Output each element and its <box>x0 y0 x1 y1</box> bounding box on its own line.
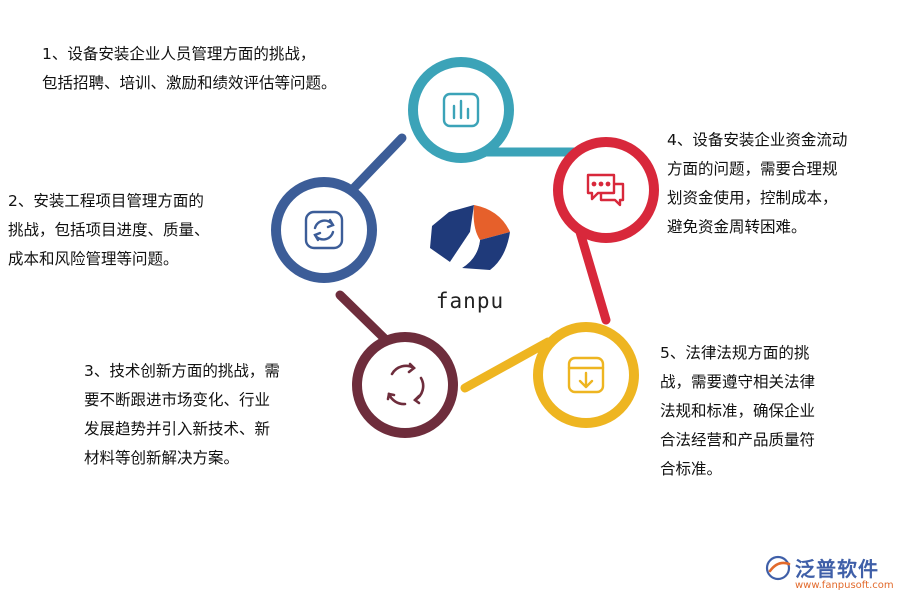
node-1 <box>408 57 514 163</box>
challenge-3-text: 3、技术创新方面的挑战，需 要不断跟进市场变化、行业 发展趋势并引入新技术、新 … <box>84 362 280 467</box>
ring-3 <box>352 332 458 438</box>
center-logo-text: fanpu <box>435 289 505 313</box>
brand-name: 泛普软件 <box>795 557 879 581</box>
connector-3-to-2 <box>335 290 391 345</box>
challenge-5-text: 5、法律法规方面的挑 战，需要遵守相关法律 法规和标准，确保企业 合法经营和产品… <box>660 344 816 478</box>
challenge-2-text: 2、安装工程项目管理方面的 挑战，包括项目进度、质量、 成本和风险管理等问题。 <box>8 192 210 268</box>
brand-url: www.fanpusoft.com <box>795 580 894 591</box>
brand-logo-icon <box>765 555 791 581</box>
fanpu-logo-mark <box>430 205 510 270</box>
node-3 <box>352 332 458 438</box>
brand-watermark: 泛普软件 www.fanpusoft.com <box>765 553 895 597</box>
node-4 <box>553 137 659 243</box>
connector-2-to-1 <box>347 133 407 195</box>
bar-chart-icon <box>442 92 480 128</box>
arrows-cycle-icon <box>386 362 425 406</box>
refresh-cycle-icon <box>304 210 344 250</box>
node-2 <box>271 177 377 283</box>
node-5 <box>533 322 639 428</box>
ring-4 <box>553 137 659 243</box>
ring-2 <box>271 177 377 283</box>
challenge-4-text: 4、设备安装企业资金流动 方面的问题，需要合理规 划资金使用，控制成本， 避免资… <box>667 131 848 236</box>
challenge-1-text: 1、设备安装企业人员管理方面的挑战， 包括招聘、培训、激励和绩效评估等问题。 <box>42 45 337 92</box>
connector-5-to-3 <box>460 337 553 393</box>
download-box-icon <box>567 356 605 394</box>
chat-bubbles-icon <box>586 173 625 207</box>
connector-4-to-5 <box>575 227 611 325</box>
